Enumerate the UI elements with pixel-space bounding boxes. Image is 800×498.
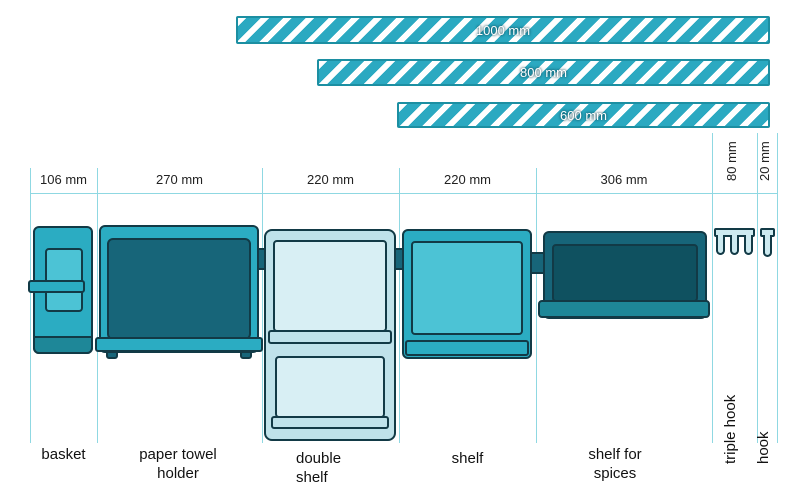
dim-shelf-for-spices: 306 mm <box>600 172 648 187</box>
dim-hook: 20 mm <box>757 141 772 181</box>
label-shelf-for-spices: shelf for spices <box>588 446 642 482</box>
guide-line <box>30 168 31 443</box>
rail-600mm: 600 mm <box>397 102 770 128</box>
basket-rail-bar <box>28 280 85 293</box>
guide-line <box>262 168 263 443</box>
label-basket: basket <box>41 446 86 463</box>
label-shelf: shelf <box>451 450 484 467</box>
rail-600mm-label: 600 mm <box>560 107 607 123</box>
label-hook: hook <box>755 431 772 464</box>
guide-line <box>712 133 713 443</box>
guide-line <box>97 168 98 443</box>
rail-800mm: 800 mm <box>317 59 770 86</box>
towel-bar <box>95 337 263 352</box>
dim-shelf: 220 mm <box>444 172 491 187</box>
label-paper-towel-holder: paper towel holder <box>139 446 217 482</box>
rail-1000mm-label: 1000 mm <box>475 22 531 38</box>
dim-double-shelf: 220 mm <box>307 172 354 187</box>
rail-1000mm: 1000 mm <box>236 16 770 44</box>
label-double-shelf: double shelf <box>296 450 342 486</box>
dim-paper-towel-holder: 270 mm <box>156 172 203 187</box>
dim-basket: 106 mm <box>40 172 87 187</box>
label-triple-hook: triple hook <box>722 394 739 464</box>
dimension-baseline <box>30 193 777 194</box>
dim-triple-hook: 80 mm <box>724 141 739 181</box>
rail-800mm-label: 800 mm <box>520 65 567 80</box>
guide-line <box>399 168 400 443</box>
guide-line <box>757 133 758 443</box>
guide-line <box>777 133 778 443</box>
guide-line <box>536 168 537 443</box>
